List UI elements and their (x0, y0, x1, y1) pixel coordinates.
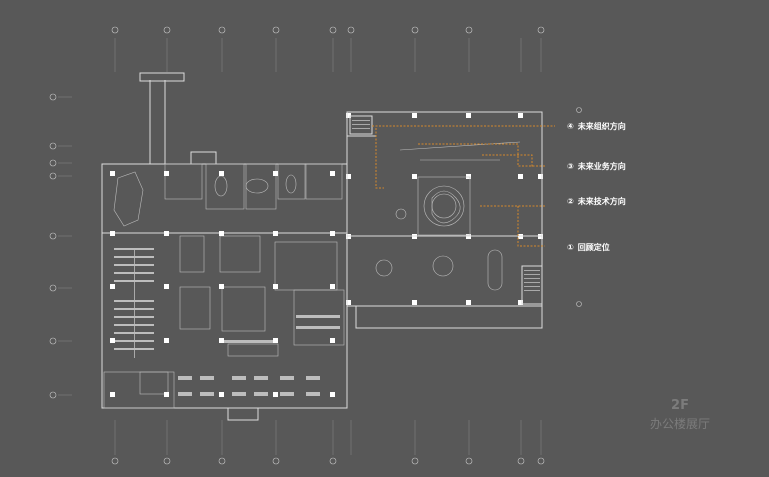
hall-features (375, 141, 521, 291)
callout-leaders (372, 125, 555, 247)
callout-business: ③ 未来业务方向 (567, 161, 626, 172)
columns (110, 113, 543, 397)
callout-number: ② (567, 197, 574, 206)
callout-organization: ④ 未来组织方向 (567, 121, 626, 132)
floor-level: 2F (671, 398, 689, 413)
callout-label: 未来业务方向 (577, 162, 626, 171)
callout-review: ① 回顾定位 (567, 242, 610, 253)
meeting-rooms (103, 163, 345, 409)
callout-label: 回顾定位 (577, 243, 610, 252)
exhibition-hall (346, 111, 543, 329)
callout-number: ④ (567, 122, 574, 131)
desks-and-seats (114, 248, 340, 396)
callout-number: ③ (567, 162, 574, 171)
west-block (101, 72, 348, 421)
grid-lines (58, 38, 542, 455)
callout-label: 未来技术方向 (577, 197, 626, 206)
callout-technology: ② 未来技术方向 (567, 196, 626, 207)
callout-number: ① (567, 243, 574, 252)
stair-lines (352, 120, 540, 291)
floor-label: 2F 办公楼展厅 (640, 398, 720, 432)
axis-markers (49, 26, 582, 465)
callout-label: 未来组织方向 (577, 122, 626, 131)
floor-name: 办公楼展厅 (649, 417, 710, 431)
